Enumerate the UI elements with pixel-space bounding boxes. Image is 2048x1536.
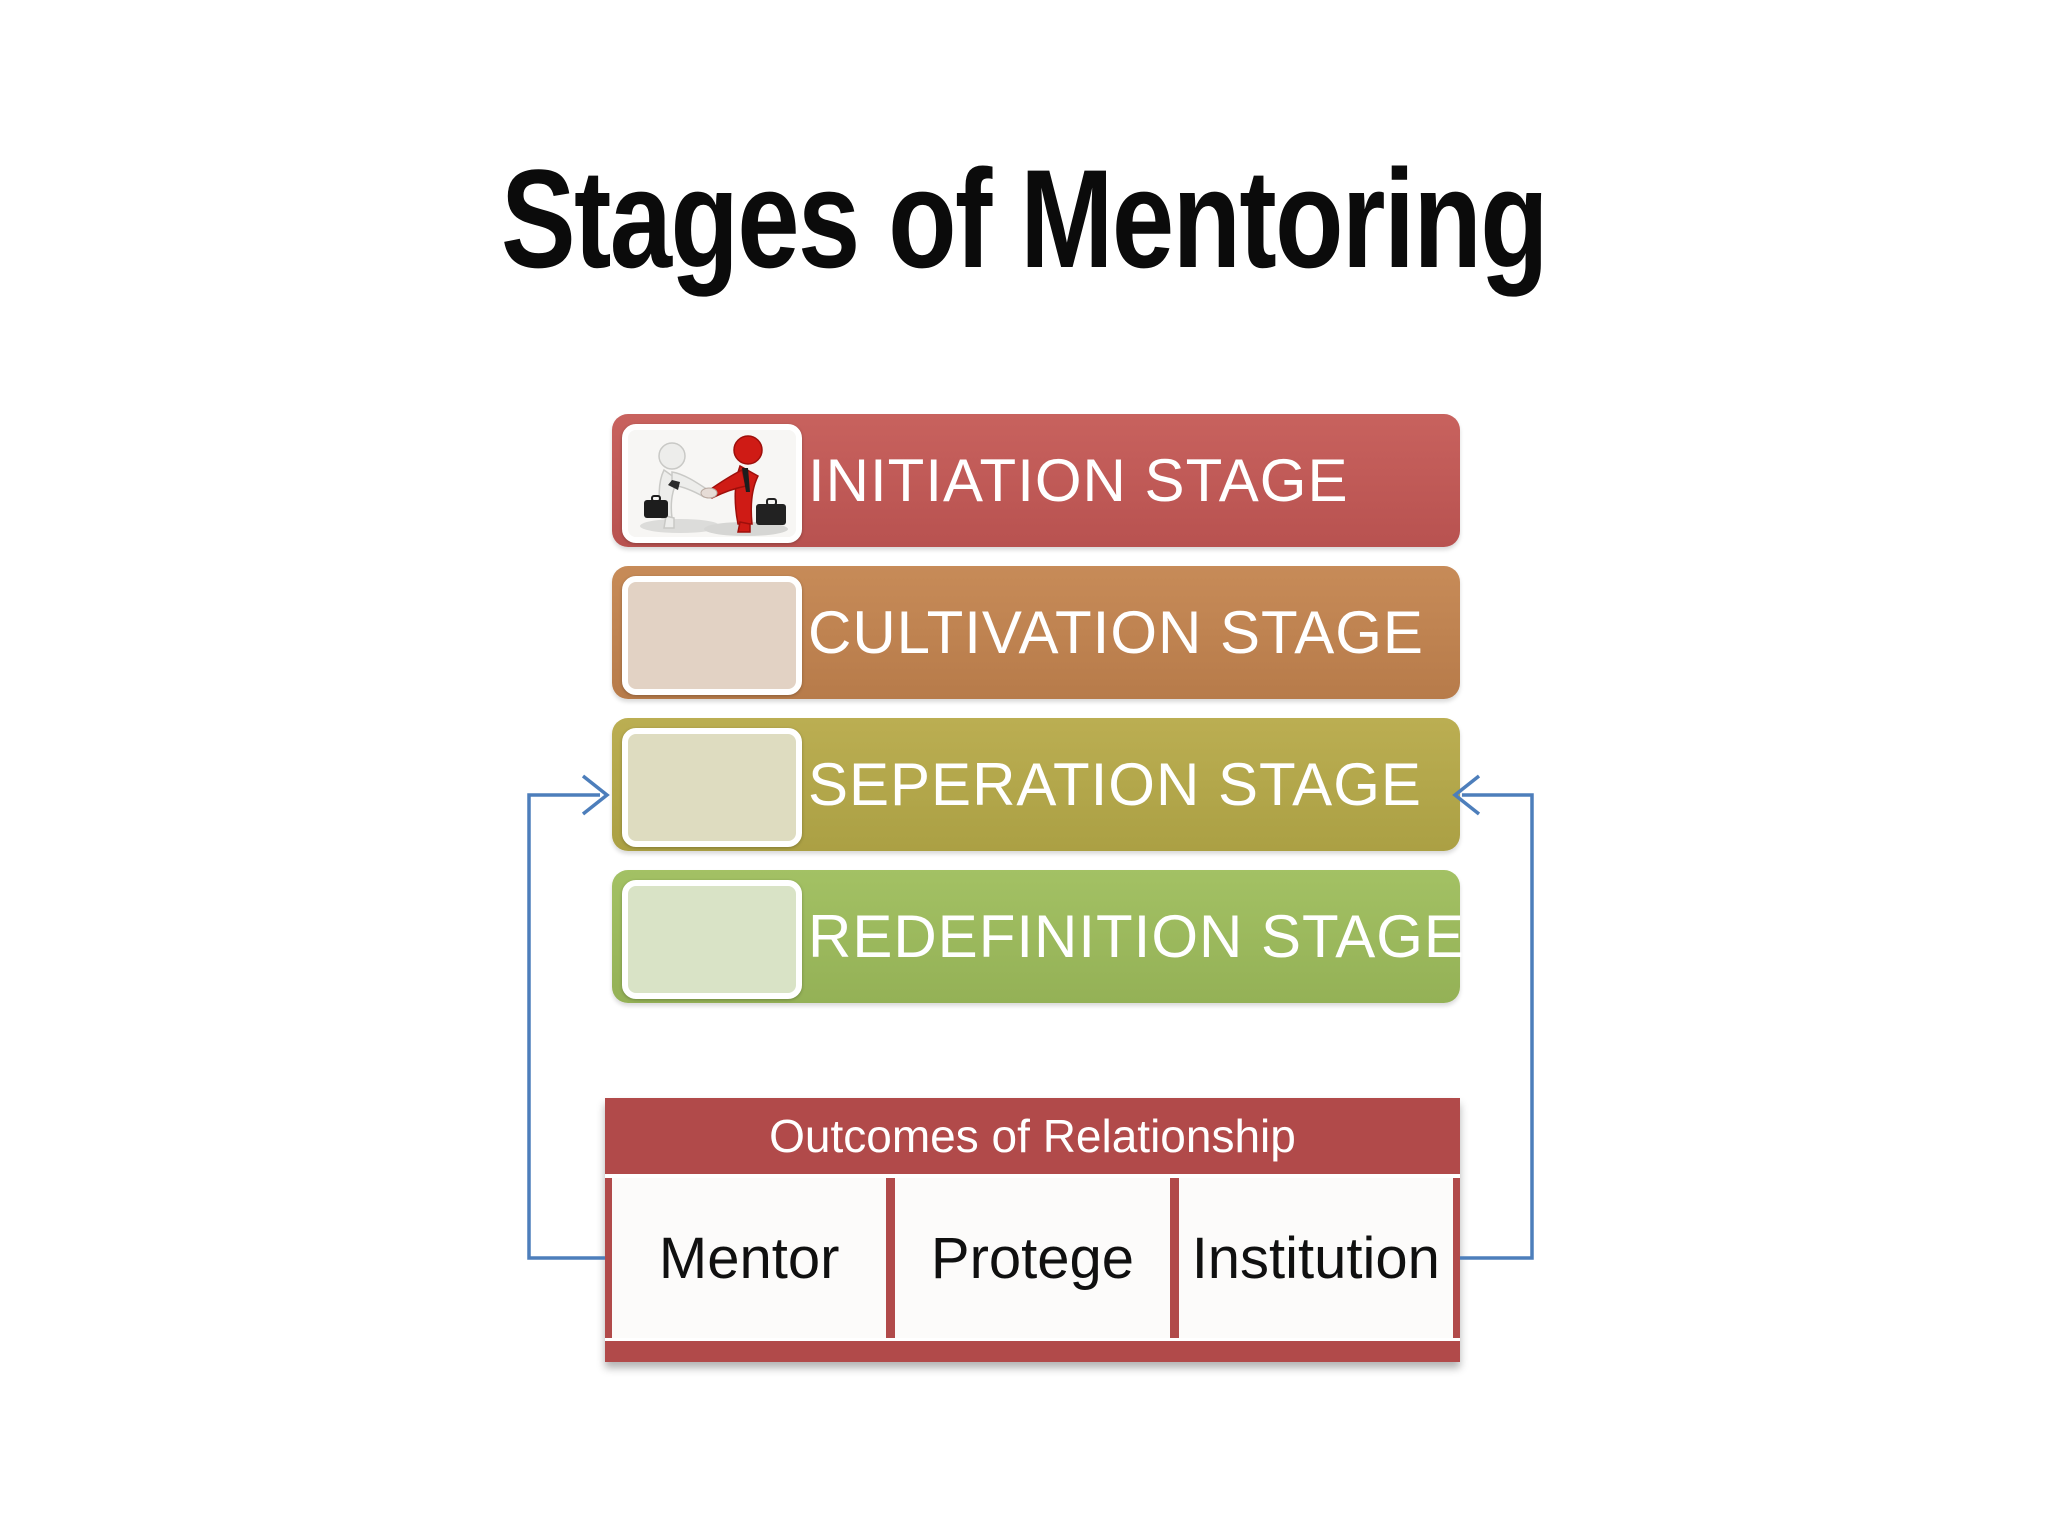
handshake-image xyxy=(622,424,802,543)
stage-label-seperation: SEPERATION STAGE xyxy=(808,751,1422,818)
page-title: Stages of Mentoring xyxy=(500,140,1549,297)
outcomes-table-body: Mentor Protege Institution xyxy=(605,1174,1460,1341)
left-arrow-line xyxy=(527,793,605,1260)
outcomes-table-header: Outcomes of Relationship xyxy=(605,1098,1460,1174)
stage-bar-initiation: INITIATION STAGE xyxy=(612,414,1460,547)
right-arrow-line xyxy=(1460,793,1534,1260)
outcome-cell-mentor: Mentor xyxy=(612,1178,887,1338)
stage-bar-redefinition: REDEFINITION STAGE xyxy=(612,870,1464,1003)
outcome-cell-protege: Protege xyxy=(895,1178,1170,1338)
outcomes-table: Outcomes of Relationship Mentor Protege … xyxy=(605,1098,1460,1362)
cultivation-tile xyxy=(622,576,802,695)
stage-label-cultivation: CULTIVATION STAGE xyxy=(808,599,1424,666)
stage-bar-cultivation: CULTIVATION STAGE xyxy=(612,566,1460,699)
left-arrow-head xyxy=(581,774,610,816)
outcome-cell-institution: Institution xyxy=(1178,1178,1453,1338)
stage-label-initiation: INITIATION STAGE xyxy=(808,447,1349,514)
redefinition-tile xyxy=(622,880,802,999)
stage-label-redefinition: REDEFINITION STAGE xyxy=(808,903,1465,970)
stage-bar-seperation: SEPERATION STAGE xyxy=(612,718,1460,851)
outcomes-table-footer xyxy=(605,1341,1460,1362)
seperation-tile xyxy=(622,728,802,847)
